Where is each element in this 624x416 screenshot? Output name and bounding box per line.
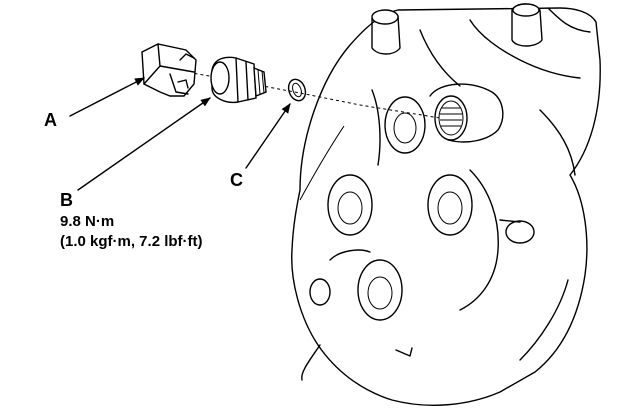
leader-line-c xyxy=(245,103,291,169)
connector-part xyxy=(141,43,197,97)
assembly-axis-line xyxy=(164,67,441,119)
bolt-boss-1 xyxy=(384,96,426,154)
bolt-boss-4 xyxy=(357,259,403,321)
callout-label-b: B xyxy=(60,190,73,210)
bolt-boss-3 xyxy=(427,174,473,236)
bolt-boss-2 xyxy=(327,174,373,236)
callout-label-c: C xyxy=(230,170,243,190)
torque-spec-metric: 9.8 N·m xyxy=(60,213,114,230)
leader-line-b xyxy=(77,97,211,191)
leader-line-a xyxy=(69,77,145,117)
sensor-part xyxy=(210,56,267,104)
engine-housing xyxy=(291,3,601,406)
torque-spec-alt-units: (1.0 kgf·m, 7.2 lbf·ft) xyxy=(60,233,203,250)
o-ring-part xyxy=(287,78,307,102)
callout-label-a: A xyxy=(44,110,57,130)
